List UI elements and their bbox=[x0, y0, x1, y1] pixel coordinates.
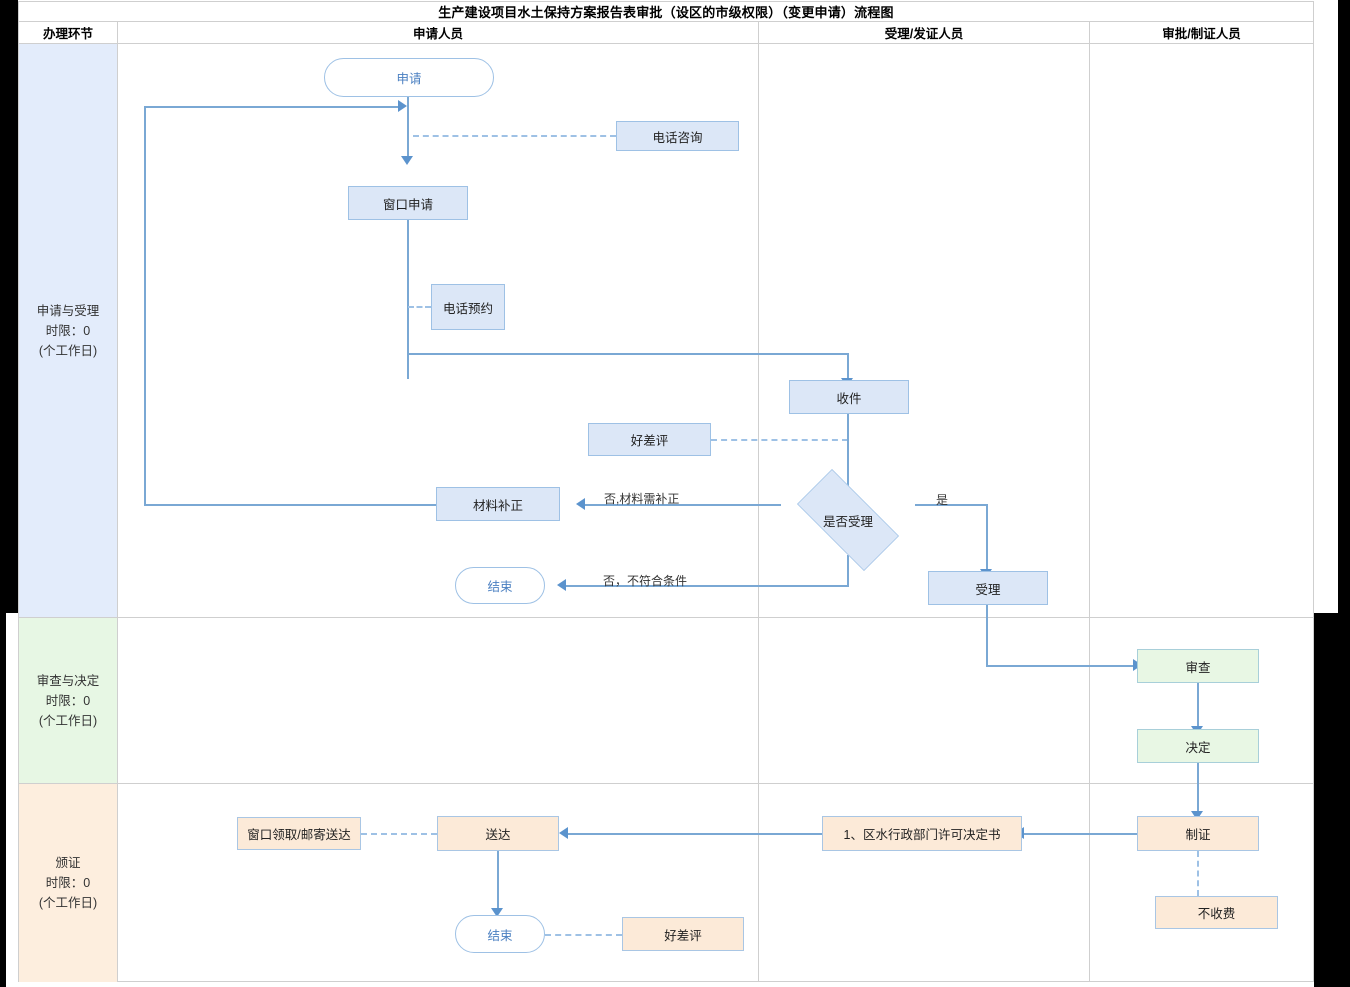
arrowhead-decide-to-make-cert bbox=[1191, 811, 1203, 820]
arrowhead-material-fix-loop bbox=[398, 100, 407, 112]
node-permit-doc[interactable]: 1、区水行政部门许可决定书 bbox=[822, 816, 1022, 851]
node-examine[interactable]: 审查 bbox=[1137, 649, 1259, 683]
node-window-apply[interactable]: 窗口申请 bbox=[348, 186, 468, 220]
stage-cell-issue: 颁证 时限：0 (个工作日) bbox=[19, 784, 117, 982]
edge-window-apply-down bbox=[407, 220, 409, 379]
edge-make-cert-to-permit-doc bbox=[1024, 833, 1137, 835]
edge-decision-to-accept-horizontal bbox=[915, 504, 988, 506]
column-divider-acceptor bbox=[1089, 44, 1090, 981]
capture-artifact-right-top bbox=[1338, 0, 1350, 613]
row-divider-apply-review bbox=[19, 617, 1313, 618]
edge-receive-to-decision bbox=[847, 414, 849, 494]
node-deliver[interactable]: 送达 bbox=[437, 816, 559, 851]
node-start[interactable]: 申请 bbox=[324, 58, 494, 97]
edge-phone-booking-dashed bbox=[408, 306, 431, 308]
edge-decision-to-material-fix bbox=[585, 504, 781, 506]
arrowhead-decision-to-end bbox=[557, 579, 566, 591]
node-accept[interactable]: 受理 bbox=[928, 571, 1048, 605]
capture-artifact-left-top bbox=[0, 0, 18, 613]
edge-decision-to-end-horizontal bbox=[566, 585, 849, 587]
node-decide[interactable]: 决定 bbox=[1137, 729, 1259, 763]
edge-decide-to-make-cert bbox=[1197, 763, 1199, 819]
edge-label-not-qualified: 否，不符合条件 bbox=[603, 574, 688, 588]
node-phone-booking[interactable]: 电话预约 bbox=[431, 284, 505, 330]
edge-accept-to-examine-horizontal bbox=[986, 665, 1135, 667]
node-rating-top[interactable]: 好差评 bbox=[588, 423, 711, 456]
edge-deliver-to-end bbox=[497, 851, 499, 913]
edge-permit-doc-to-deliver bbox=[568, 833, 822, 835]
arrowhead-start-to-window-apply bbox=[401, 156, 413, 165]
node-make-cert[interactable]: 制证 bbox=[1137, 816, 1259, 851]
arrowhead-decision-to-material-fix bbox=[576, 498, 585, 510]
edge-accept-to-examine-vertical bbox=[986, 605, 988, 667]
node-phone-consult[interactable]: 电话咨询 bbox=[616, 121, 739, 151]
edge-material-fix-loop-left bbox=[144, 504, 436, 506]
node-rating-bottom[interactable]: 好差评 bbox=[622, 917, 744, 951]
edge-decision-to-end-vertical bbox=[847, 555, 849, 587]
edge-material-fix-loop-right bbox=[144, 106, 402, 108]
edge-to-receive-vertical bbox=[847, 353, 849, 381]
stage-cell-apply: 申请与受理 时限：0 (个工作日) bbox=[19, 44, 117, 617]
edge-decision-to-accept-vertical bbox=[986, 504, 988, 572]
node-decision-accept[interactable]: 是否受理 bbox=[781, 469, 915, 571]
edge-examine-to-decide bbox=[1197, 683, 1199, 731]
column-divider-applicant bbox=[758, 44, 759, 981]
edge-pickup-dashed bbox=[361, 833, 437, 835]
node-no-fee[interactable]: 不收费 bbox=[1155, 896, 1278, 929]
edge-label-yes: 是 bbox=[936, 493, 949, 507]
column-header-approver: 审批/制证人员 bbox=[1089, 22, 1313, 43]
column-header-acceptor: 受理/发证人员 bbox=[758, 22, 1089, 43]
page-title: 生产建设项目水土保持方案报告表审批（设区的市级权限）（变更申请）流程图 bbox=[18, 1, 1314, 22]
edge-rating-bottom-dashed bbox=[545, 934, 622, 936]
column-header-applicant: 申请人员 bbox=[117, 22, 758, 43]
column-header-stage: 办理环节 bbox=[42, 27, 93, 41]
node-end-top[interactable]: 结束 bbox=[455, 567, 545, 604]
edge-start-to-window-apply bbox=[407, 97, 409, 157]
edge-phone-consult-dashed bbox=[413, 135, 616, 137]
row-divider-review-issue bbox=[19, 783, 1313, 784]
edge-to-receive-horizontal bbox=[407, 353, 849, 355]
edge-label-need-fix: 否,材料需补正 bbox=[604, 492, 680, 506]
node-end-bottom[interactable]: 结束 bbox=[455, 915, 545, 953]
node-receive[interactable]: 收件 bbox=[789, 380, 909, 414]
capture-artifact-right-bottom bbox=[1314, 613, 1350, 987]
arrowhead-deliver-to-end bbox=[491, 908, 503, 917]
arrowhead-permit-doc-to-deliver bbox=[559, 827, 568, 839]
column-divider-stage bbox=[117, 44, 118, 981]
node-decision-label: 是否受理 bbox=[822, 514, 873, 529]
table-header-row: 办理环节 申请人员 受理/发证人员 审批/制证人员 bbox=[18, 22, 1314, 44]
flowchart-body: 申请与受理 时限：0 (个工作日) 审查与决定 时限：0 (个工作日) 颁证 时… bbox=[18, 44, 1314, 982]
node-pickup[interactable]: 窗口领取/邮寄送达 bbox=[237, 817, 361, 850]
edge-material-fix-loop-up bbox=[144, 106, 146, 505]
node-material-fix[interactable]: 材料补正 bbox=[436, 487, 560, 521]
stage-cell-review: 审查与决定 时限：0 (个工作日) bbox=[19, 618, 117, 783]
edge-rating-top-dashed bbox=[711, 439, 848, 441]
edge-make-cert-to-no-fee-dashed bbox=[1197, 851, 1199, 896]
capture-artifact-left-bottom bbox=[0, 613, 6, 987]
